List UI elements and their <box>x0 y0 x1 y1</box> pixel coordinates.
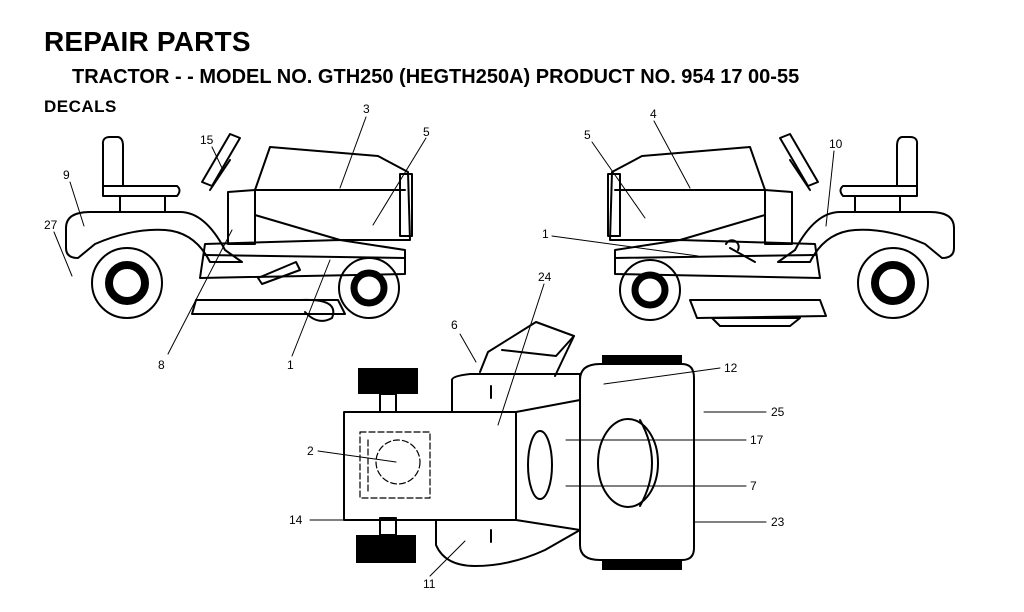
callout-1-left: 1 <box>287 358 294 372</box>
mower-deck <box>191 299 346 315</box>
steering-wheel <box>201 133 241 187</box>
callout-1-right: 1 <box>542 227 549 241</box>
mower-deck <box>689 299 827 319</box>
hood-decal-circle <box>375 439 421 485</box>
callout-11: 11 <box>423 577 436 591</box>
hood-decal-outline <box>359 431 431 499</box>
seat-cushion <box>102 185 181 197</box>
callout-15: 15 <box>200 133 214 147</box>
front-wheel-inner <box>350 269 388 307</box>
page-subtitle: TRACTOR - - MODEL NO. GTH250 (HEGTH250A)… <box>72 66 800 88</box>
grille <box>399 173 413 237</box>
rear-wheel-outer <box>857 247 929 319</box>
callout-7: 7 <box>750 479 757 493</box>
frame-line <box>614 254 816 259</box>
tractor-left-side-view <box>65 133 413 322</box>
front-wheel-inner <box>631 271 669 309</box>
section-heading: DECALS <box>44 97 117 116</box>
rear-fender <box>65 211 243 263</box>
lift-lever <box>725 239 756 263</box>
page-title: REPAIR PARTS <box>44 26 251 57</box>
callout-5-left: 5 <box>423 125 430 139</box>
right-view-leaders <box>551 120 835 257</box>
steering-wheel <box>779 133 819 187</box>
callout-6: 6 <box>451 318 458 332</box>
hood <box>609 146 766 241</box>
steering-hub <box>527 430 553 500</box>
discharge-chute <box>479 321 575 377</box>
side-panel-lower <box>435 519 581 567</box>
front-tire-upper <box>358 368 418 394</box>
dash-panel <box>227 189 256 245</box>
callout-8: 8 <box>158 358 165 372</box>
rear-tire-upper <box>602 355 682 365</box>
seat-top-back <box>639 419 653 507</box>
callout-25: 25 <box>771 405 785 419</box>
callout-numbers: 3 5 15 9 27 8 1 4 5 10 1 24 6 12 25 17 2… <box>44 102 843 591</box>
discharge-chute-fold <box>501 335 575 357</box>
callout-23: 23 <box>771 515 785 529</box>
front-tire-lower <box>356 535 416 563</box>
callout-9: 9 <box>63 168 70 182</box>
deck-chute <box>299 298 335 322</box>
callout-12: 12 <box>724 361 738 375</box>
rear-fender-top <box>579 363 695 561</box>
tractor-right-side-view <box>607 133 955 327</box>
front-axle-upper <box>379 393 397 413</box>
seat-back <box>896 136 919 187</box>
foot-pedal <box>257 261 301 285</box>
frame <box>199 239 406 279</box>
dash-panel <box>764 189 793 245</box>
hood <box>254 146 411 241</box>
seat-post <box>119 195 166 213</box>
rear-wheel-inner <box>871 261 915 305</box>
callout-10: 10 <box>829 137 843 151</box>
callout-14: 14 <box>289 513 303 527</box>
deck-skirt <box>711 317 801 327</box>
rear-tire-lower <box>602 560 682 570</box>
callout-17: 17 <box>750 433 764 447</box>
callout-5-right: 5 <box>584 128 591 142</box>
front-wheel-outer <box>619 259 681 321</box>
seat-cushion <box>839 185 918 197</box>
front-wheel-outer <box>338 257 400 319</box>
callout-24: 24 <box>538 270 552 284</box>
seat-back <box>101 136 124 187</box>
seat-top <box>597 418 659 508</box>
top-view-leaders <box>309 283 767 577</box>
seat-post <box>854 195 901 213</box>
rear-wheel-inner <box>105 261 149 305</box>
rear-fender <box>777 211 955 263</box>
callout-2: 2 <box>307 444 314 458</box>
dash-console <box>515 399 581 531</box>
callout-4: 4 <box>650 107 657 121</box>
left-view-leaders <box>53 116 427 357</box>
callout-3: 3 <box>363 102 370 116</box>
side-panel-upper <box>451 373 581 413</box>
rear-wheel-outer <box>91 247 163 319</box>
front-axle-lower <box>379 517 397 536</box>
frame <box>614 239 821 279</box>
callout-27: 27 <box>44 218 58 232</box>
